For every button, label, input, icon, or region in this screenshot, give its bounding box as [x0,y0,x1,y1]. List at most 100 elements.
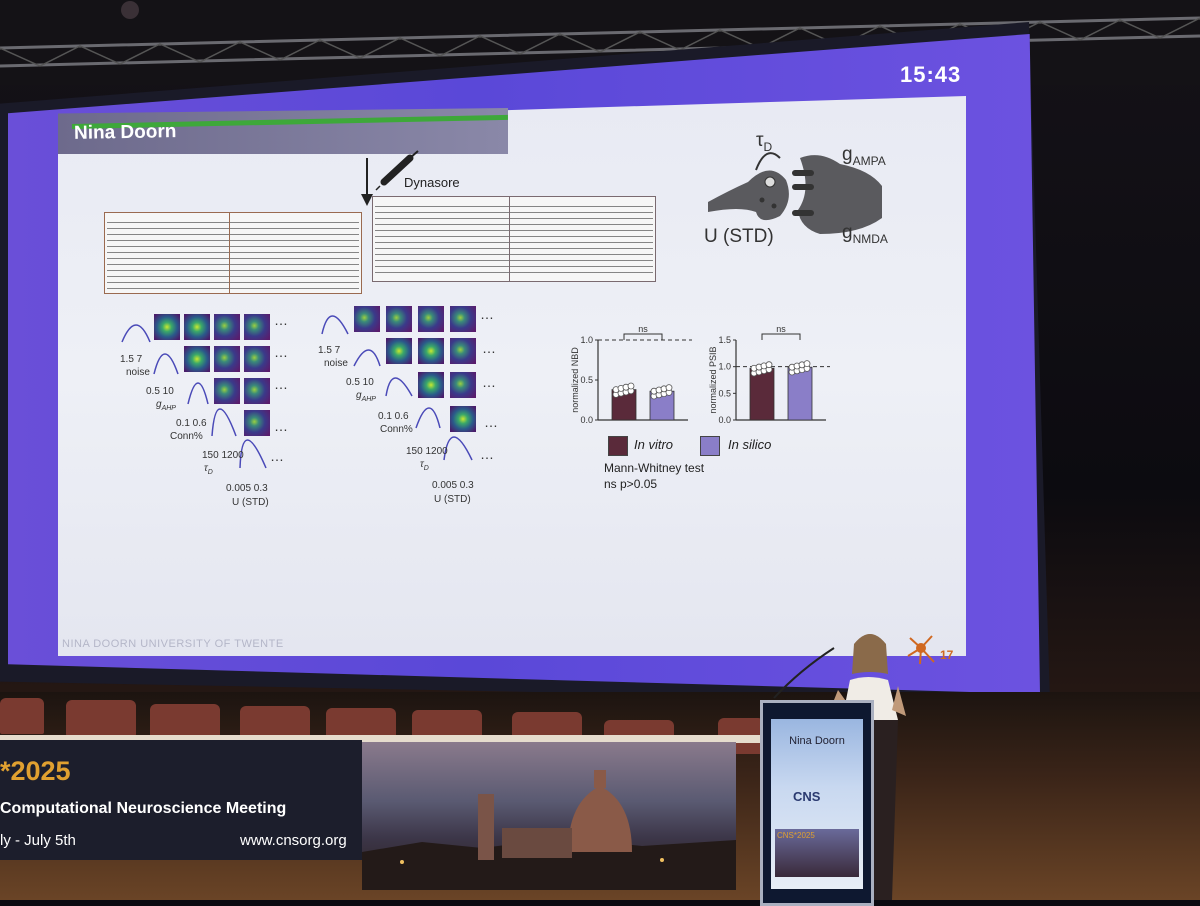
y-tick-label: 0.5 [718,388,731,398]
podium-screen: Nina Doorn CNS CNS*2025 [771,719,863,889]
data-point [627,382,635,390]
tau-label: τD [204,463,213,476]
tau-ticks: 150 1200 [406,446,448,457]
data-point [765,361,773,369]
posterior-heatmap [450,406,476,432]
ellipsis: … [482,340,496,356]
tau-ticks: 150 1200 [202,450,244,461]
u-ticks: 0.005 0.3 [432,480,474,491]
posterior-heatmap [418,372,444,398]
noise-label: noise [126,367,150,378]
stats-test-label: Mann-Whitney test [604,461,705,475]
posterior-heatmap [244,410,270,436]
ellipsis: … [480,306,494,322]
banner-url: www.cnsorg.org [240,832,347,849]
gahp-ticks: 0.5 10 [146,386,174,397]
marginal-curves-right [321,315,473,461]
spike-raster [375,201,653,277]
u-label: U (STD) [434,494,471,505]
chair [66,700,136,736]
posterior-heatmap [386,306,412,332]
posterior-heatmap [244,314,270,340]
y-tick-label: 0.0 [718,415,731,425]
noise-label: noise [324,358,348,369]
syringe-icon [361,150,419,206]
ellipsis: … [270,448,284,464]
posterior-heatmap [418,338,444,364]
noise-ticks: 1.5 7 [120,354,143,365]
chair [150,704,220,740]
slide-title: Nina Doorn [73,121,177,144]
slide-footer: NINA DOORN UNIVERSITY OF TWENTE [62,638,284,650]
u-std-label: U (STD) [704,226,774,247]
slide-page-number: 17 [940,648,954,662]
g-ampa-label: gAMPA [842,144,886,168]
neuron-logo-icon [907,635,935,665]
posterior-heatmap [354,306,380,332]
podium-logo: CNS [793,789,821,804]
y-axis-label: normalized PSIB [708,346,718,413]
ellipsis: … [484,414,498,430]
podium: Nina Doorn CNS CNS*2025 [760,700,874,906]
posterior-heatmap [386,338,412,364]
ellipsis: … [274,376,288,392]
significance-label: ns [638,324,648,334]
podium-speaker-name: Nina Doorn [789,735,845,747]
posterior-heatmap [184,346,210,372]
raster-panel-left [104,212,362,294]
gahp-ticks: 0.5 10 [346,377,374,388]
conn-label: Conn% [380,424,413,435]
y-tick-label: 0.5 [580,375,593,385]
synapse-diagram [708,152,882,234]
u-ticks: 0.005 0.3 [226,483,268,494]
ellipsis: … [274,312,288,328]
bar [749,367,775,421]
tau-d-label: τD [756,130,773,154]
posterior-heatmap [450,338,476,364]
ellipsis: … [482,374,496,390]
posterior-heatmap [214,378,240,404]
ellipsis: … [274,418,288,434]
tau-label: τD [420,459,429,472]
significance-bracket [761,333,801,340]
legend-in-vitro-swatch [608,436,628,456]
drug-label: Dynasore [404,175,460,190]
spike-raster [107,217,359,289]
significance-bracket [623,333,663,340]
significance-label: ns [776,324,786,334]
conn-label: Conn% [170,431,203,442]
legend-in-silico-swatch [700,436,720,456]
chair [0,698,44,734]
y-tick-label: 1.0 [718,362,731,372]
stats-p-label: ns p>0.05 [604,477,658,491]
y-tick-label: 0.0 [580,415,593,425]
posterior-heatmap [450,372,476,398]
clock: 15:43 [900,62,962,87]
conn-ticks: 0.1 0.6 [176,418,207,429]
posterior-heatmap [184,314,210,340]
podium-mini-text: CNS*2025 [777,831,815,840]
conference-banner [0,740,362,860]
legend-in-silico-label: In silico [728,437,772,452]
g-nmda-label: gNMDA [842,222,888,246]
banner-year: *2025 [0,756,71,786]
panel-divider [229,213,230,293]
conn-ticks: 0.1 0.6 [378,411,409,422]
posterior-heatmap [244,378,270,404]
posterior-heatmap [154,314,180,340]
microphone-icon [773,647,835,699]
noise-ticks: 1.5 7 [318,345,341,356]
y-axis-label: normalized NBD [570,347,580,413]
bar [787,366,813,421]
posterior-heatmap [214,314,240,340]
banner-dates: ly - July 5th [0,832,76,849]
y-tick-label: 1.0 [580,335,593,345]
posterior-heatmap [214,346,240,372]
y-tick-label: 1.5 [718,335,731,345]
posterior-heatmap [450,306,476,332]
ellipsis: … [274,344,288,360]
podium-mini-banner: CNS*2025 [775,829,859,877]
legend-in-vitro-label: In vitro [634,437,674,452]
